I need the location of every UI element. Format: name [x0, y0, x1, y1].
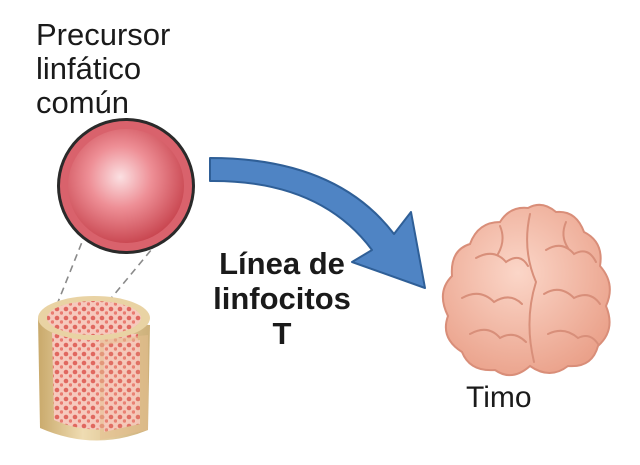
- cell-label-line-3: común: [36, 85, 130, 120]
- thymus-label: Timo: [466, 381, 532, 414]
- bone-marrow-icon: [38, 296, 150, 441]
- cell-label-line-2: linfático: [36, 51, 142, 86]
- lineage-label-line-3: T: [272, 316, 292, 351]
- lineage-label: Línea de linfocitos T: [196, 246, 368, 351]
- cell-label-line-1: Precursor: [36, 17, 171, 52]
- curved-arrow-icon: [209, 157, 426, 289]
- lineage-label-line-1: Línea de: [219, 246, 345, 281]
- cell-label: Precursor linfático común: [36, 18, 170, 120]
- thymus-icon: [441, 203, 611, 377]
- lymphoid-precursor-cell-icon: [57, 118, 195, 254]
- lineage-label-line-2: linfocitos: [213, 281, 351, 316]
